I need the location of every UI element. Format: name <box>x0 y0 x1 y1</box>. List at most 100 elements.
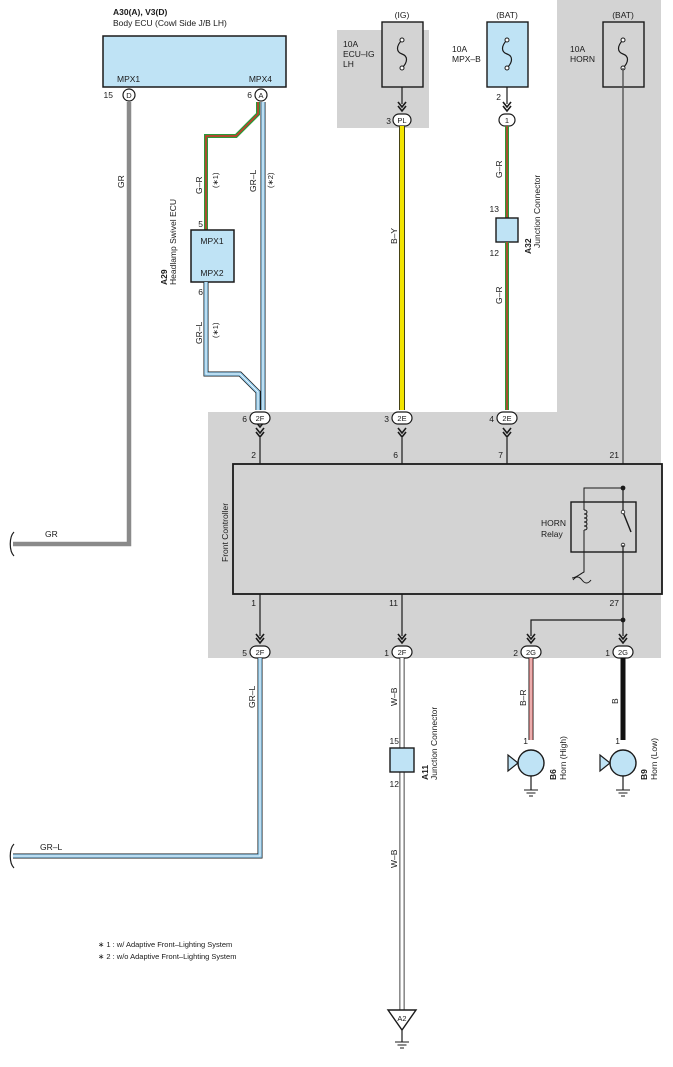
footnote-1: ∗ 1 : w/ Adaptive Front–Lighting System <box>98 940 233 949</box>
connector-pl-num: 3 <box>386 116 391 126</box>
wire-label-w-b-1: W–B <box>389 687 399 706</box>
horn-low-pin: 1 <box>615 736 620 746</box>
headlamp-ecu-box <box>190 229 235 283</box>
horn-low-ground-icon <box>615 789 631 797</box>
junction-a11-code: A11 <box>420 765 430 780</box>
fuse-mpx-b-pin: 2 <box>496 92 501 102</box>
junction-a32-bottom-pin: 12 <box>490 248 500 258</box>
fuse-horn-amp: 10A <box>570 44 585 54</box>
wire-break-gr-l <box>9 843 15 869</box>
connector-2g-2-label: 2G <box>618 648 628 657</box>
fc-pin-11: 11 <box>389 598 398 608</box>
wire-note-1-top: (∗1) <box>211 172 220 188</box>
fc-pin-6: 6 <box>393 450 398 460</box>
front-controller-box <box>232 463 663 595</box>
horn-low-icon <box>609 749 637 777</box>
body-ecu-box <box>102 35 287 88</box>
ground-a2-triangle <box>386 1009 418 1032</box>
connector-2f-top-num: 6 <box>242 414 247 424</box>
fuse-mpx-b-name: MPX–B <box>452 54 481 64</box>
horn-relay-box <box>570 501 637 553</box>
headlamp-ecu-name: Headlamp Swivel ECU <box>168 199 178 285</box>
wire-label-g-r-3: G–R <box>494 287 504 304</box>
connector-2e-2-label: 2E <box>502 414 511 423</box>
power-bat-label-2: (BAT) <box>612 10 634 20</box>
power-bat-label-1: (BAT) <box>496 10 518 20</box>
headlamp-pin-num-5: 5 <box>198 219 203 229</box>
body-ecu-pin-num-15: 15 <box>104 90 114 100</box>
connector-2g-2-num: 1 <box>605 648 610 658</box>
ground-a2-icon <box>394 1041 410 1049</box>
connector-2e-1 <box>391 411 413 425</box>
junction-a32-top-pin: 13 <box>490 204 500 214</box>
wire-note-2: (∗2) <box>266 172 275 188</box>
connector-1-label: 1 <box>505 116 509 125</box>
fc-pin-21: 21 <box>610 450 620 460</box>
fc-pin-27: 27 <box>610 598 620 608</box>
junction-a11-box <box>389 747 415 773</box>
headlamp-pin-mpx2: MPX2 <box>200 268 223 278</box>
fc-pin-2: 2 <box>251 450 256 460</box>
horn-high-pin: 1 <box>523 736 528 746</box>
connector-2f-bottom-2-label: 2F <box>398 648 407 657</box>
horn-high-ground-icon <box>523 789 539 797</box>
connector-2g-1-num: 2 <box>513 648 518 658</box>
connector-2e-1-num: 3 <box>384 414 389 424</box>
fc-pin-7: 7 <box>498 450 503 460</box>
junction-a11-bottom-pin: 12 <box>390 779 400 789</box>
fuse-ecu-ig-name-2: LH <box>343 59 354 69</box>
junction-a11-name: Junction Connector <box>429 707 439 780</box>
headlamp-ecu-code: A29 <box>159 269 169 285</box>
wire-label-gr: GR <box>116 175 126 188</box>
gr-l-wire-bottom <box>13 658 262 858</box>
body-ecu-code: A30(A), V3(D) <box>113 7 167 17</box>
relay-coil-icon <box>583 509 588 531</box>
relay-switch-icon <box>622 511 632 533</box>
body-ecu-pin-num-6: 6 <box>247 90 252 100</box>
wire-label-gr-l-1: GR–L <box>248 170 258 192</box>
junction-a11-top-pin: 15 <box>390 736 400 746</box>
horn-high-code: B6 <box>548 769 558 780</box>
connector-2f-bottom-1-num: 5 <box>242 648 247 658</box>
connector-2e-1-label: 2E <box>397 414 406 423</box>
connector-2g-1-label: 2G <box>526 648 536 657</box>
headlamp-pin-num-6: 6 <box>198 287 203 297</box>
connector-pl-label: PL <box>397 116 406 125</box>
headlamp-pin-mpx1: MPX1 <box>200 236 223 246</box>
wire-label-gr-l-2: GR–L <box>194 322 204 344</box>
horn-relay-label-2: Relay <box>541 529 563 539</box>
connector-2e-2 <box>496 411 518 425</box>
connector-2f-bottom-2-num: 1 <box>384 648 389 658</box>
wire-note-1-bottom: (∗1) <box>211 322 220 338</box>
wire-break-gr <box>9 531 15 557</box>
footnote-2: ∗ 2 : w/o Adaptive Front–Lighting System <box>98 952 237 961</box>
body-ecu-pin-mpx4: MPX4 <box>249 74 272 84</box>
wire-label-b-y: B–Y <box>389 228 399 244</box>
ground-a2-label: A2 <box>397 1014 406 1023</box>
power-ig-label: (IG) <box>395 10 410 20</box>
horn-high-icon <box>517 749 545 777</box>
connector-2f-top-label: 2F <box>256 414 265 423</box>
wire-label-b-r: B–R <box>518 689 528 706</box>
connector-2e-2-num: 4 <box>489 414 494 424</box>
connector-2f-bottom-1-label: 2F <box>256 648 265 657</box>
junction-a32-code: A32 <box>523 238 533 254</box>
connector-d-label: D <box>126 91 132 100</box>
fc-pin-1: 1 <box>251 598 256 608</box>
wire-label-g-r-2: G–R <box>494 161 504 178</box>
connector-a-label: A <box>258 91 263 100</box>
horn-relay-label-1: HORN <box>541 518 566 528</box>
wire-label-gr-horizontal: GR <box>45 529 58 539</box>
wire-label-gr-l-horizontal: GR–L <box>40 842 62 852</box>
junction-a32-box <box>495 217 519 243</box>
fuse-mpx-b-amp: 10A <box>452 44 467 54</box>
body-ecu-name: Body ECU (Cowl Side J/B LH) <box>113 18 227 28</box>
gr-wire <box>13 102 132 547</box>
connector-d <box>122 88 136 102</box>
relay-ground-icon <box>572 576 592 584</box>
fuse-ecu-ig-amp: 10A <box>343 39 358 49</box>
junction-a32-name: Junction Connector <box>532 175 542 248</box>
fuse-ecu-ig-name: ECU–IG <box>343 49 375 59</box>
